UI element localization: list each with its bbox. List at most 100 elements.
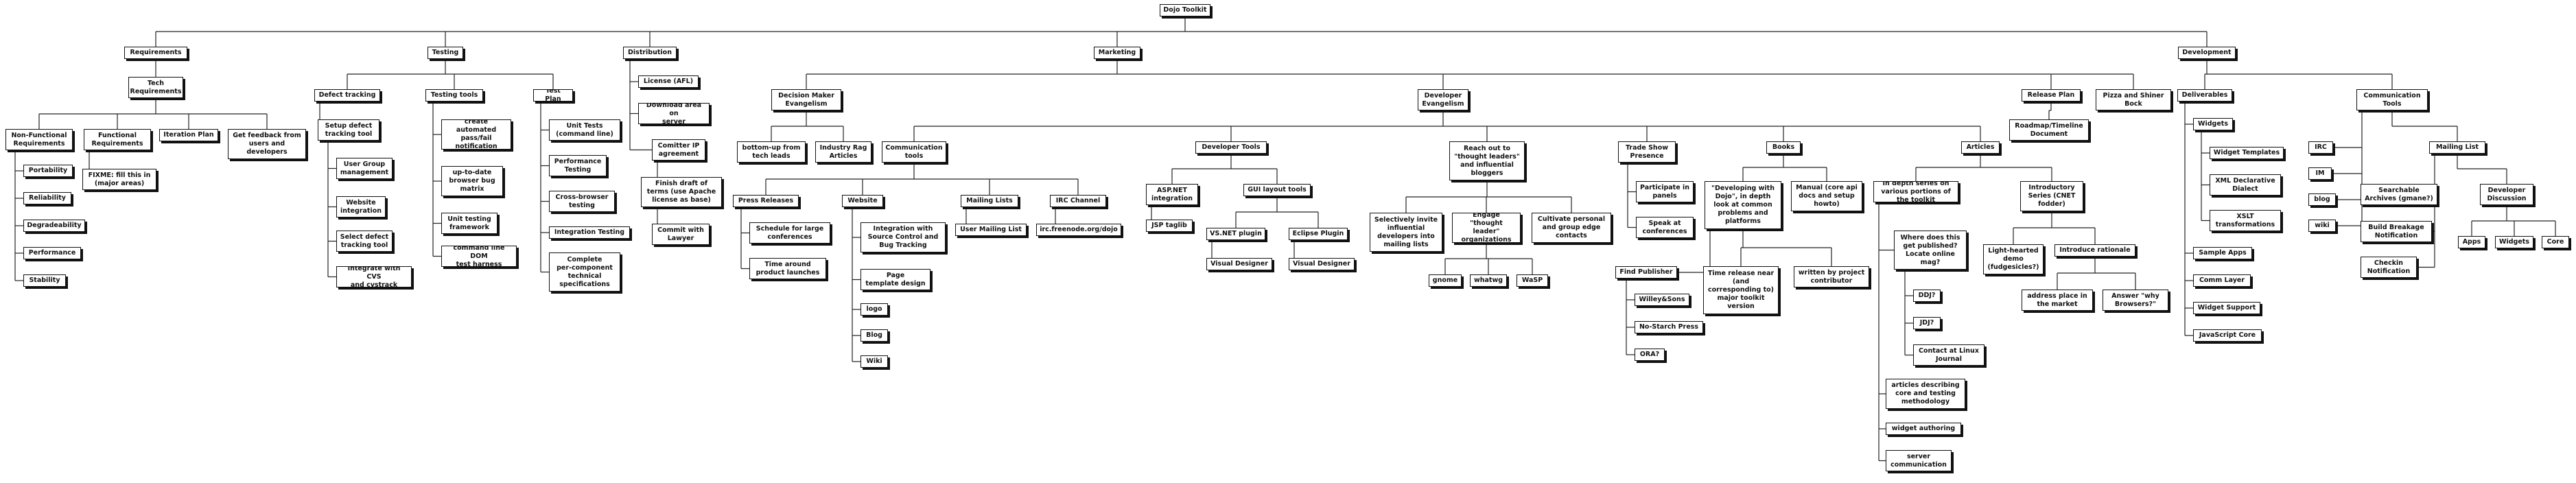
node-developing-with-dojo: "Developing with Dojo", in depth look at… bbox=[1705, 181, 1781, 229]
node-commit-lawyer: Commit with Lawyer bbox=[652, 224, 710, 245]
node-widget-templates: Widget Templates bbox=[2210, 147, 2284, 159]
node-wiki-website: Wiki bbox=[860, 355, 888, 368]
node-sample-apps: Sample Apps bbox=[2193, 247, 2252, 259]
node-gnome: gnome bbox=[1429, 274, 1462, 287]
node-mailing-list: Mailing List bbox=[2429, 141, 2485, 154]
node-development: Development bbox=[2178, 47, 2236, 59]
node-developer-discussion: Developer Discussion bbox=[2480, 184, 2533, 205]
node-books: Books bbox=[1766, 141, 1801, 154]
node-widgets-deliverable: Widgets bbox=[2193, 118, 2233, 130]
node-engage-thought-leader: Engage "thought leader" organizations bbox=[1452, 213, 1521, 243]
node-whatwg: whatwg bbox=[1470, 274, 1507, 287]
node-functional-requirements: Functional Requirements bbox=[84, 129, 151, 150]
node-industry-rag: Industry Rag Articles bbox=[815, 141, 871, 163]
node-ddj: DDJ? bbox=[1913, 290, 1941, 302]
node-setup-defect-tracking: Setup defect tracking tool bbox=[318, 119, 379, 141]
node-introductory-series: Introductory Series (CNET fodder) bbox=[2020, 181, 2083, 211]
root-node: Dojo Toolkit bbox=[1160, 4, 1210, 16]
node-cross-browser-testing: Cross-browser testing bbox=[549, 191, 615, 212]
node-performance-testing: Performance Testing bbox=[549, 155, 607, 176]
node-unit-testing-framework: Unit testing framework bbox=[441, 213, 497, 234]
node-visual-designer-eclipse: Visual Designer bbox=[1289, 258, 1355, 270]
node-complete-per-component: Complete per-component technical specifi… bbox=[549, 252, 620, 292]
node-user-group-management: User Group management bbox=[336, 158, 393, 179]
node-download-area: Download area on server bbox=[638, 103, 710, 124]
node-release-plan: Release Plan bbox=[2022, 89, 2081, 102]
node-nonfunctional-requirements: Non-Functional Requirements bbox=[5, 129, 73, 150]
node-irc-freenode: irc.freenode.org/dojo bbox=[1036, 224, 1121, 236]
node-page-template: Page template design bbox=[860, 269, 930, 290]
node-integration-source-control: Integration with Source Control and Bug … bbox=[860, 222, 946, 252]
node-performance: Performance bbox=[23, 247, 81, 259]
node-pizza-shiner-bock: Pizza and Shiner Bock bbox=[2096, 89, 2171, 110]
node-license: License (AFL) bbox=[638, 75, 699, 88]
node-blog-development: blog bbox=[2308, 193, 2336, 206]
node-cultivate-contacts: Cultivate personal and group edge contac… bbox=[1532, 213, 1611, 243]
node-irc-channel: IRC Channel bbox=[1050, 195, 1106, 207]
node-defect-tracking: Defect tracking bbox=[314, 89, 380, 102]
node-searchable-archives: Searchable Archives (gmane?) bbox=[2361, 184, 2437, 205]
node-bottom-up: bottom-up from tech leads bbox=[737, 141, 806, 163]
node-tech-requirements: Tech Requirements bbox=[128, 77, 183, 98]
node-articles: Articles bbox=[1961, 141, 2000, 154]
node-integration-testing: Integration Testing bbox=[549, 226, 630, 239]
node-website: Website bbox=[842, 195, 883, 207]
node-time-release-near: Time release near (and corresponding to)… bbox=[1703, 266, 1779, 314]
node-developer-tools: Developer Tools bbox=[1195, 141, 1267, 154]
node-user-mailing-list: User Mailing List bbox=[955, 224, 1027, 236]
node-blog-website: Blog bbox=[860, 329, 888, 342]
node-communication-tools-marketing: Communication tools bbox=[882, 141, 946, 163]
node-wiki-development: wiki bbox=[2308, 220, 2336, 232]
node-test-plan: Test Plan bbox=[533, 89, 573, 102]
node-find-publisher: Find Publisher bbox=[1615, 266, 1677, 279]
node-reach-out-thought-leaders: Reach out to "thought leaders" and influ… bbox=[1449, 141, 1525, 180]
node-jdj: JDJ? bbox=[1913, 317, 1941, 329]
node-mailing-lists: Mailing Lists bbox=[961, 195, 1018, 207]
node-gui-layout-tools: GUI layout tools bbox=[1243, 184, 1311, 196]
node-iteration-plan: Iteration Plan bbox=[159, 129, 218, 141]
node-xslt-transformations: XSLT transformations bbox=[2210, 210, 2281, 231]
node-core-discussion: Core bbox=[2542, 236, 2569, 248]
node-finish-draft: Finish draft of terms (use Apache licens… bbox=[641, 177, 722, 207]
node-vsnet-plugin: VS.NET plugin bbox=[1206, 228, 1265, 240]
node-wasp: WaSP bbox=[1517, 274, 1548, 287]
node-written-by-project: written by project contributor bbox=[1794, 266, 1869, 287]
node-distribution: Distribution bbox=[623, 47, 677, 59]
node-articles-describing: articles describing core and testing met… bbox=[1886, 379, 1965, 409]
node-create-automated: create automated pass/fail notification bbox=[441, 119, 511, 150]
node-manual-core-api: Manual (core api docs and setup howto) bbox=[1791, 181, 1862, 211]
node-contact-linux-journal: Contact at Linux Journal bbox=[1913, 344, 1984, 366]
node-widgets-discussion: Widgets bbox=[2495, 236, 2533, 248]
node-eclipse-plugin: Eclipse Plugin bbox=[1289, 228, 1348, 240]
node-integrate-cvs: Integrate with CVS and cvstrack bbox=[336, 266, 412, 287]
node-light-hearted-demo: Light-hearted demo (fudgesicles?) bbox=[1983, 244, 2044, 274]
node-irc: IRC bbox=[2308, 141, 2333, 154]
node-wiley-sons: Willey&Sons bbox=[1635, 294, 1689, 306]
node-participate-panels: Participate in panels bbox=[1636, 181, 1694, 202]
node-select-defect-tracking: Select defect tracking tool bbox=[336, 231, 393, 252]
node-xml-declarative: XML Declarative Dialect bbox=[2210, 174, 2281, 196]
node-deliverables: Deliverables bbox=[2177, 89, 2232, 102]
node-stability: Stability bbox=[23, 274, 66, 287]
node-unit-tests: Unit Tests (command line) bbox=[549, 119, 620, 141]
node-widget-authoring: widget authoring bbox=[1886, 423, 1961, 435]
node-apps: Apps bbox=[2458, 236, 2485, 248]
node-get-feedback: Get feedback from users and developers bbox=[228, 129, 306, 159]
node-comitter-ip: Comitter IP agreement bbox=[652, 139, 705, 161]
node-time-around-launches: Time around product launches bbox=[749, 258, 826, 279]
node-no-starch-press: No-Starch Press bbox=[1635, 321, 1703, 333]
node-press-releases: Press Releases bbox=[733, 195, 799, 207]
node-answer-why-browsers: Answer "why Browsers?" bbox=[2103, 290, 2168, 311]
node-reliability: Reliability bbox=[23, 192, 71, 204]
node-testing: Testing bbox=[428, 47, 463, 59]
node-up-to-date-matrix: up-to-date browser bug matrix bbox=[441, 166, 503, 196]
node-degradeability: Degradeability bbox=[23, 220, 85, 232]
node-comm-layer: Comm Layer bbox=[2193, 274, 2251, 287]
node-schedule-large-conferences: Schedule for large conferences bbox=[749, 222, 830, 244]
node-build-breakage: Build Breakage Notification bbox=[2361, 221, 2432, 242]
node-fixme: FIXME: fill this in (major areas) bbox=[82, 169, 156, 190]
node-jsp-taglib: JSP taglib bbox=[1146, 220, 1193, 232]
node-marketing: Marketing bbox=[1094, 47, 1140, 59]
node-where-published: Where does this get published? Locate on… bbox=[1894, 231, 1967, 270]
